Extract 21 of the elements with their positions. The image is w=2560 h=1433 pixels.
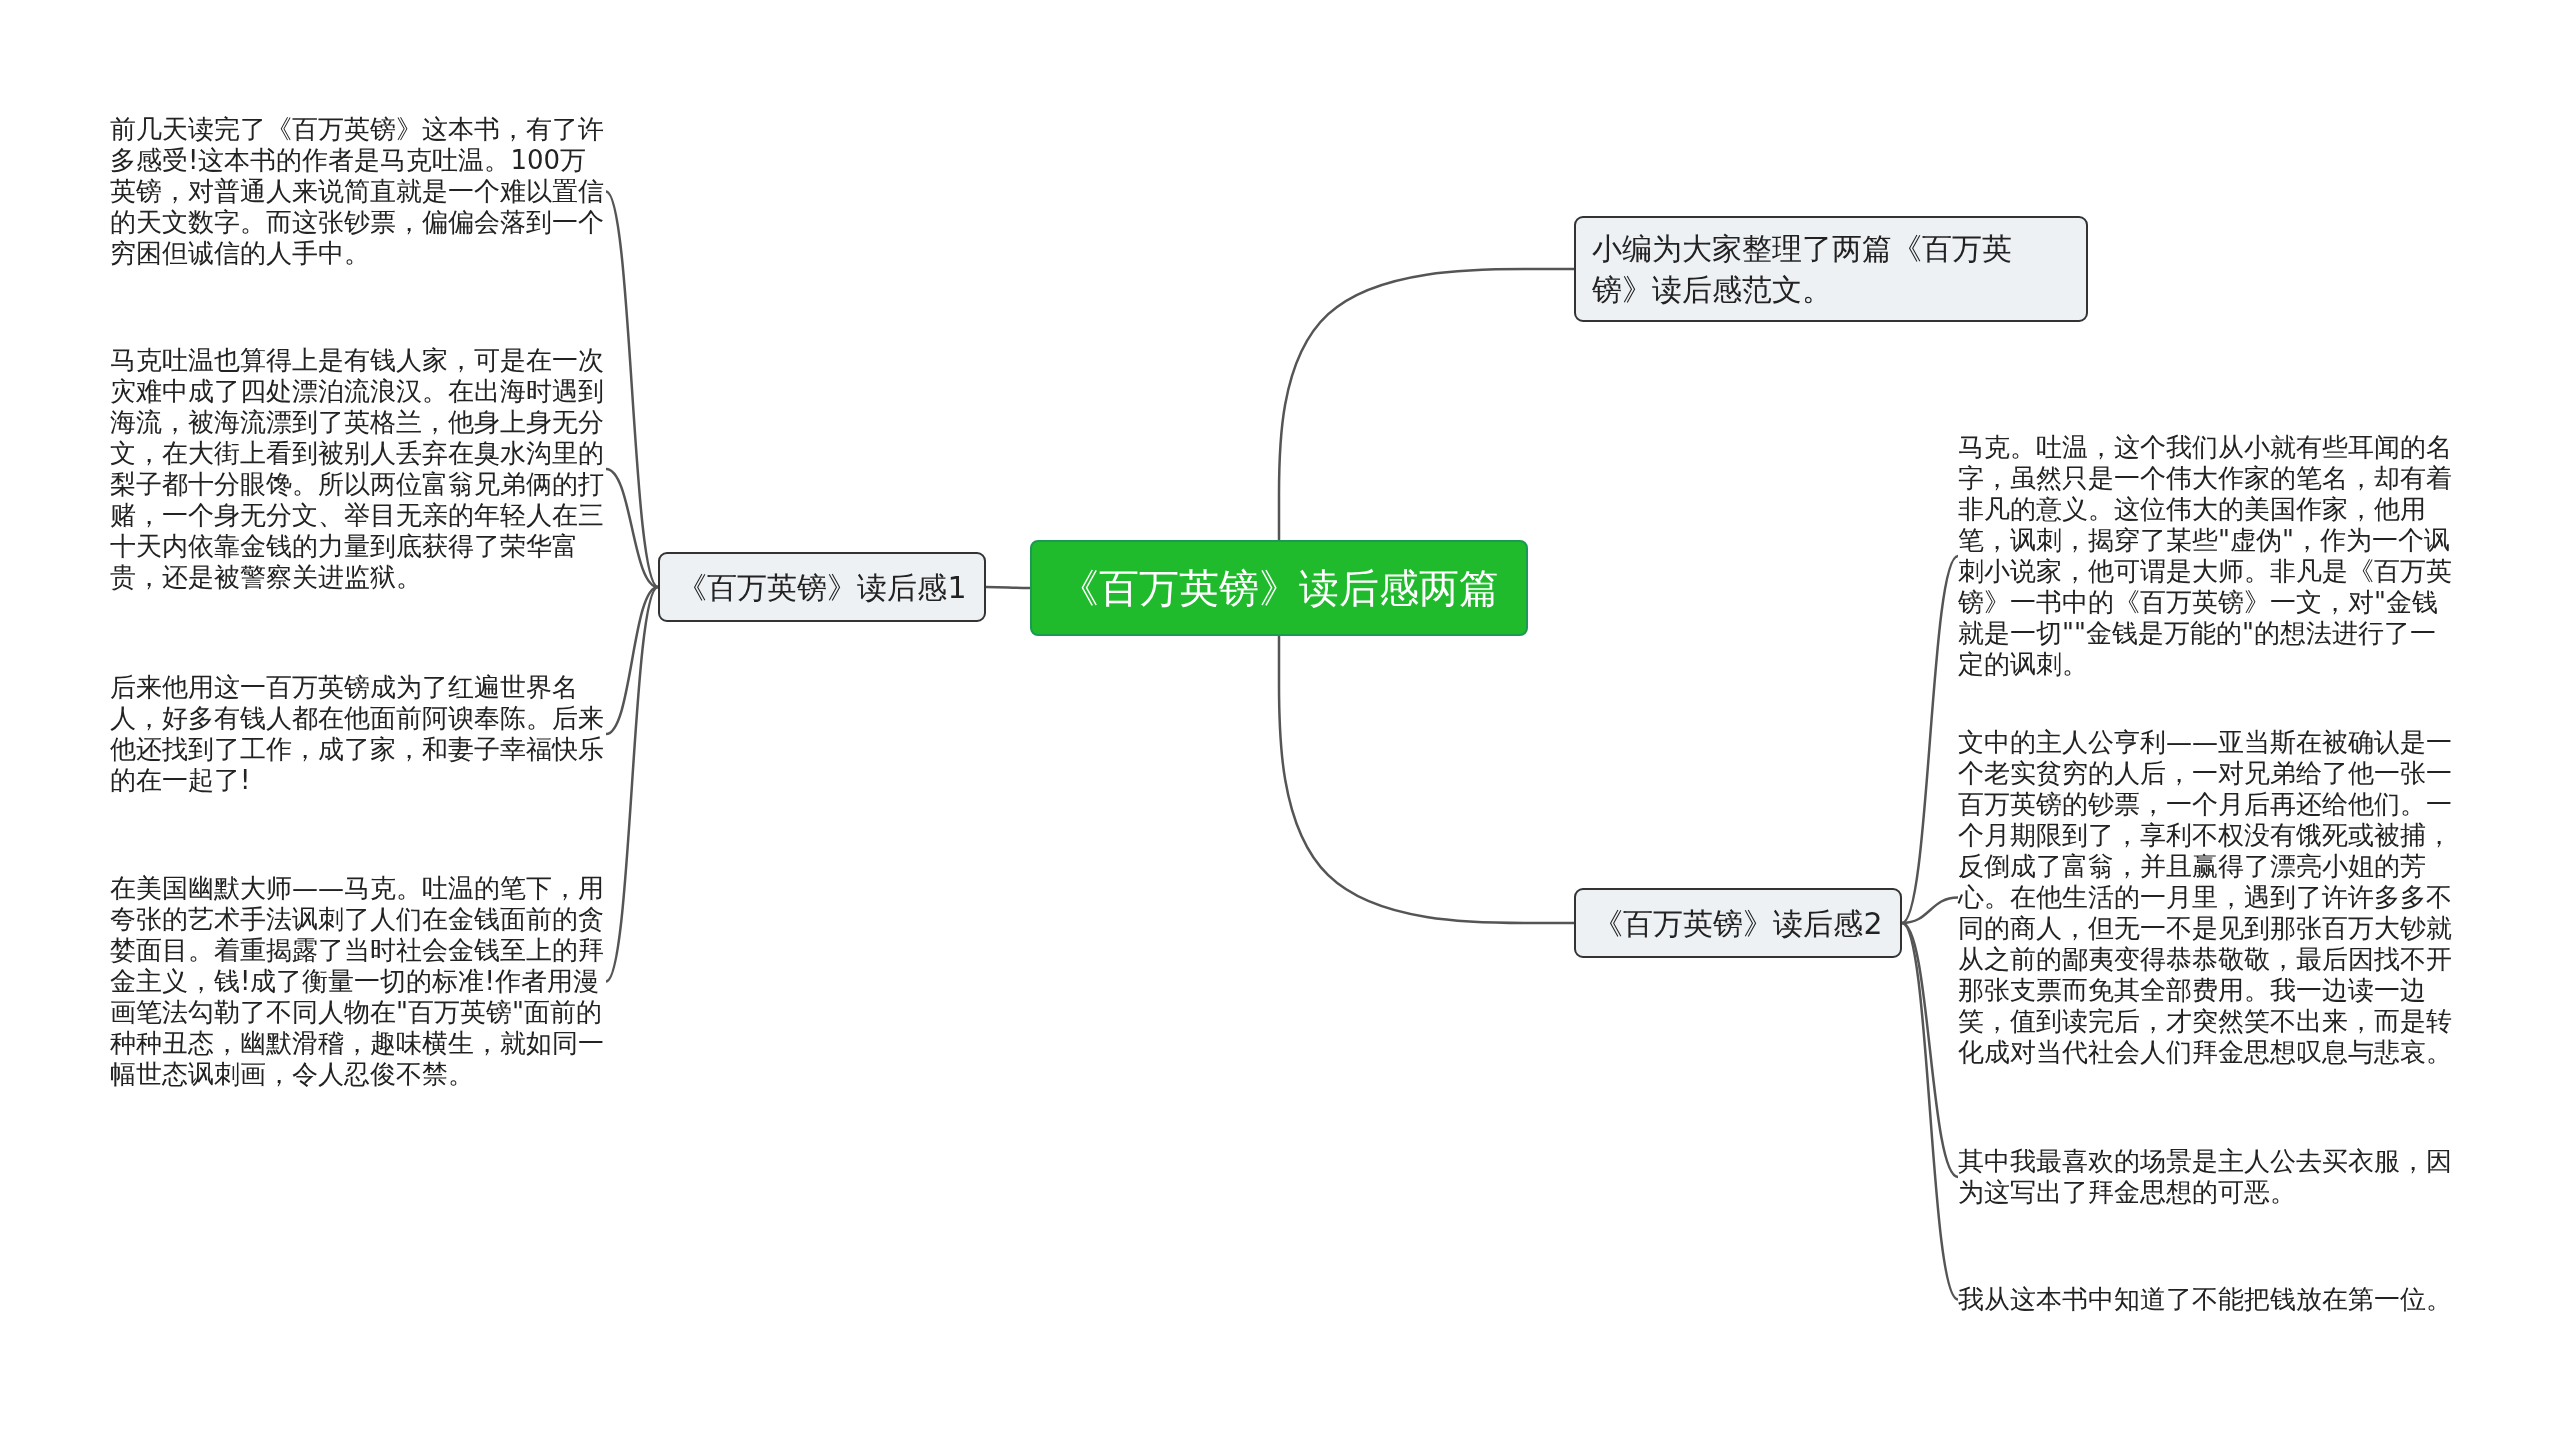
leaf-text: 前几天读完了《百万英镑》这本书，有了许多感受!这本书的作者是马克吐温。100万英镑，对普通人来说简直就是一个难以置信的天文数字。而这张钞票，偏偏会落到一个穷困但诚信的人手中。 bbox=[110, 114, 606, 269]
connector-line bbox=[1901, 922, 1959, 1178]
connector-line bbox=[1277, 636, 1574, 925]
connector-line bbox=[1901, 922, 1959, 1301]
branch-topic: 《百万英镑》读后感2 bbox=[1574, 888, 1902, 958]
note-box: 小编为大家整理了两篇《百万英镑》读后感范文。 bbox=[1574, 216, 2088, 322]
connector-line bbox=[1901, 555, 1959, 924]
connector-line bbox=[605, 586, 659, 983]
leaf-text: 在美国幽默大师——马克。吐温的笔下，用夸张的艺术手法讽刺了人们在金钱面前的贪婪面目。着重揭露了当时社会金钱至上的拜金主义，钱!成了衡量一切的标准!作者用漫画笔法勾勒了不同人物在"百万英镑"面前的种种丑态，幽默滑稽，趣味横生，就如同一幅世态讽刺画，令人忍俊不禁。 bbox=[110, 873, 606, 1090]
leaf-text: 后来他用这一百万英镑成为了红遍世界名人，好多有钱人都在他面前阿谀奉陈。后来他还找到了工作，成了家，和妻子幸福快乐的在一起了! bbox=[110, 672, 606, 796]
leaf-text: 文中的主人公亨利——亚当斯在被确认是一个老实贫穷的人后，一对兄弟给了他一张一百万英镑的钞票，一个月后再还给他们。一个月期限到了，享利不权没有饿死或被捕，反倒成了富翁，并且赢得了漂亮小姐的芳心。在他生活的一月里，遇到了许许多多不同的商人，但无一不是见到那张百万大钞就从之前的鄙夷变得恭恭敬敬，最后因找不开那张支票而免其全部费用。我一边读一边笑，值到读完后，才突然笑不出来，而是转化成对当代社会人们拜金思想叹息与悲哀。 bbox=[1958, 727, 2454, 1068]
connector-line bbox=[1277, 267, 1574, 540]
leaf-text: 我从这本书中知道了不能把钱放在第一位。 bbox=[1958, 1284, 2454, 1315]
central-topic: 《百万英镑》读后感两篇 bbox=[1030, 540, 1528, 636]
connector-line bbox=[986, 585, 1030, 590]
connector-line bbox=[605, 190, 659, 588]
leaf-text: 其中我最喜欢的场景是主人公去买衣服，因为这写出了拜金思想的可恶。 bbox=[1958, 1146, 2454, 1208]
leaf-text: 马克。吐温，这个我们从小就有些耳闻的名字，虽然只是一个伟大作家的笔名，却有着非凡的意义。这位伟大的美国作家，他用笔，讽刺，揭穿了某些"虚伪"，作为一个讽刺小说家，他可谓是大师。非凡是《百万英镑》一书中的《百万英镑》一文，对"金钱就是一切""金钱是万能的"的想法进行了一定的讽刺。 bbox=[1958, 432, 2454, 680]
branch-topic: 《百万英镑》读后感1 bbox=[658, 552, 986, 622]
connector-line bbox=[605, 467, 659, 589]
leaf-text: 马克吐温也算得上是有钱人家，可是在一次灾难中成了四处漂泊流浪汉。在出海时遇到海流，被海流漂到了英格兰，他身上身无分文，在大街上看到被别人丢弃在臭水沟里的梨子都十分眼馋。所以两位富翁兄弟俩的打赌，一个身无分文、举目无亲的年轻人在三十天内依靠金钱的力量到底获得了荣华富贵，还是被警察关进监狱。 bbox=[110, 345, 606, 593]
